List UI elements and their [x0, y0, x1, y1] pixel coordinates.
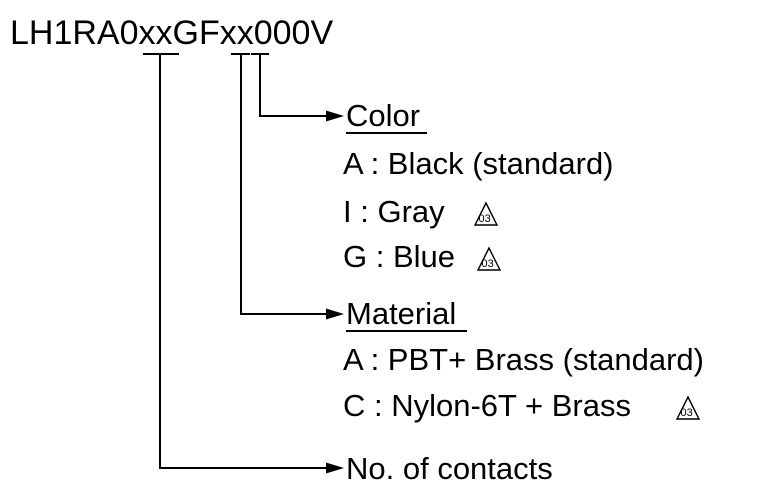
part-number-color-code: x [237, 14, 254, 52]
part-number-contacts-code: xx [139, 14, 173, 52]
arrow-right-icon [326, 110, 344, 122]
arrow-right-icon [326, 308, 344, 320]
color-section: Color A : Black (standard) I : Gray 03 G… [343, 98, 614, 274]
contacts-heading: No. of contacts [346, 451, 553, 486]
triangle-revision-icon: 03 [473, 201, 499, 226]
color-heading: Color [346, 98, 420, 133]
contacts-section: No. of contacts [346, 451, 553, 486]
part-number-middle: GF [173, 14, 220, 52]
part-number: LH1RA0xxGFxx000V [10, 14, 333, 52]
material-option-0: A : PBT+ Brass (standard) [343, 342, 704, 377]
part-number-material-code: x [220, 14, 237, 52]
color-leader-line [259, 54, 328, 117]
arrow-right-icon [326, 462, 344, 474]
material-option-1-badge: 03 [681, 407, 693, 419]
material-heading: Material [346, 296, 456, 331]
contacts-leader-line [159, 54, 328, 469]
material-option-1: C : Nylon-6T + Brass [343, 388, 631, 423]
triangle-revision-icon: 03 [476, 246, 502, 271]
color-option-2-badge: 03 [482, 258, 494, 270]
leader-lines [159, 54, 344, 474]
material-section: Material A : PBT+ Brass (standard) C : N… [343, 296, 704, 423]
color-option-2: G : Blue [343, 239, 455, 274]
material-leader-line [240, 54, 328, 315]
color-option-0: A : Black (standard) [343, 146, 614, 181]
color-option-1-badge: 03 [479, 213, 491, 225]
part-number-prefix: LH1RA0 [10, 14, 139, 52]
triangle-revision-icon: 03 [675, 395, 701, 420]
part-number-suffix: 000V [254, 14, 334, 52]
color-option-1: I : Gray [343, 194, 445, 229]
